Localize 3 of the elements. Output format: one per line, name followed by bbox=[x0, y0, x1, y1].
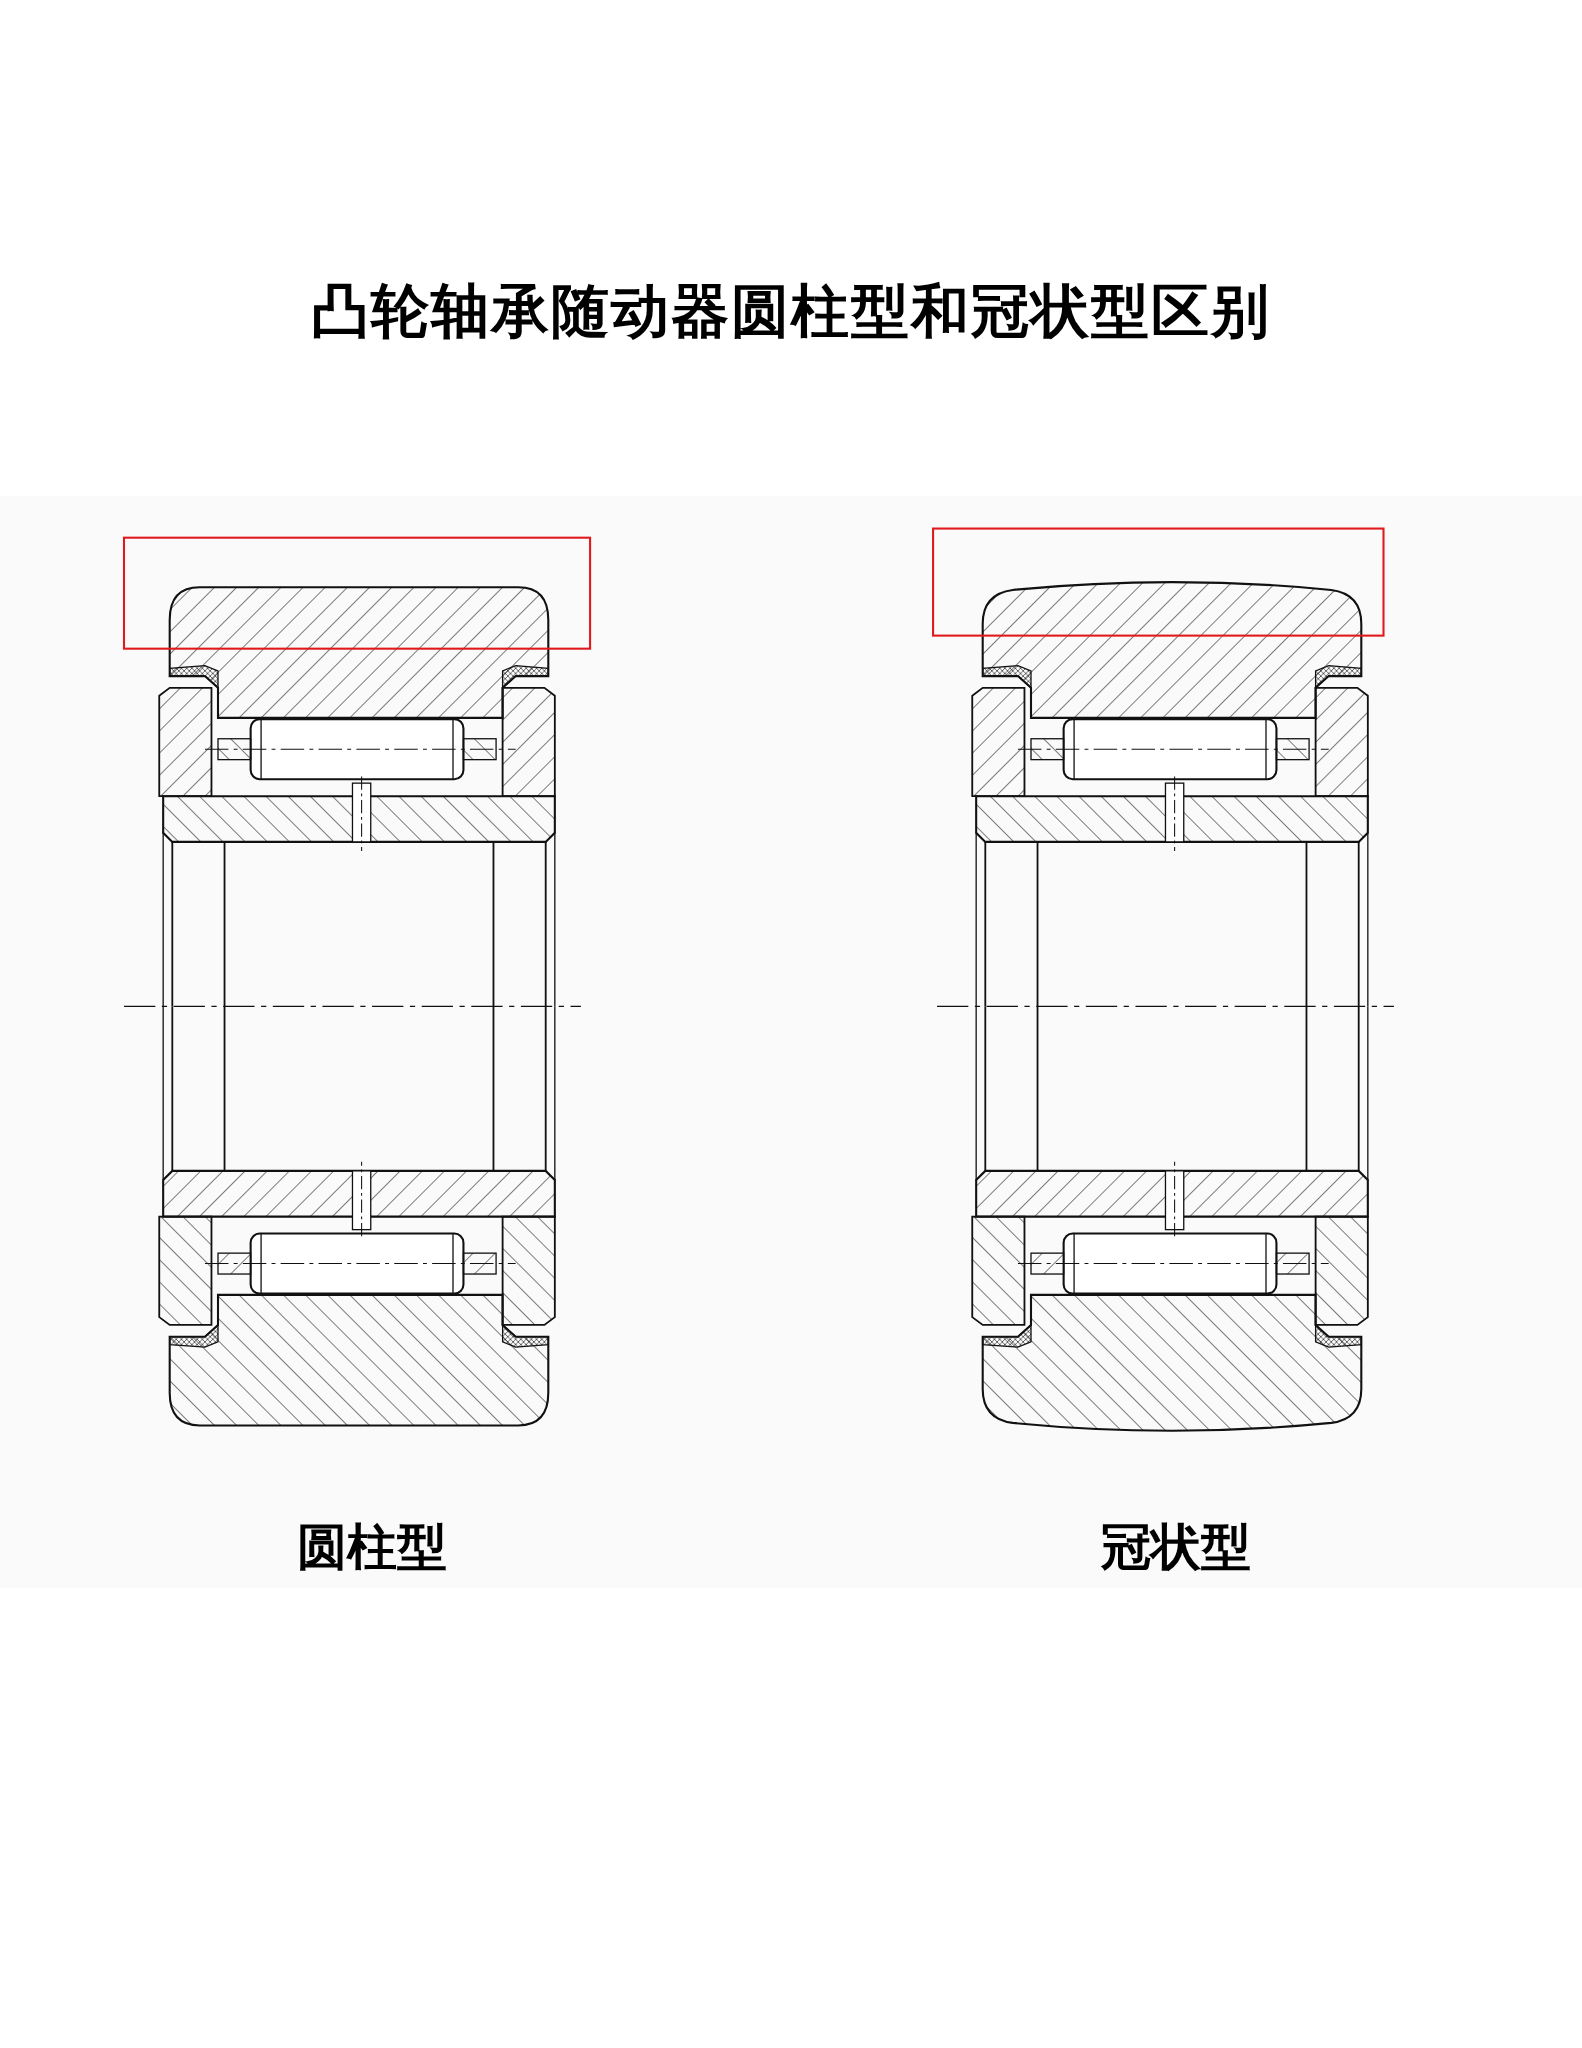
title: 凸轮轴承随动器圆柱型和冠状型区别 bbox=[310, 276, 1272, 347]
type-label: 圆柱型 bbox=[296, 1517, 448, 1578]
type-label: 冠状型 bbox=[1100, 1517, 1252, 1578]
